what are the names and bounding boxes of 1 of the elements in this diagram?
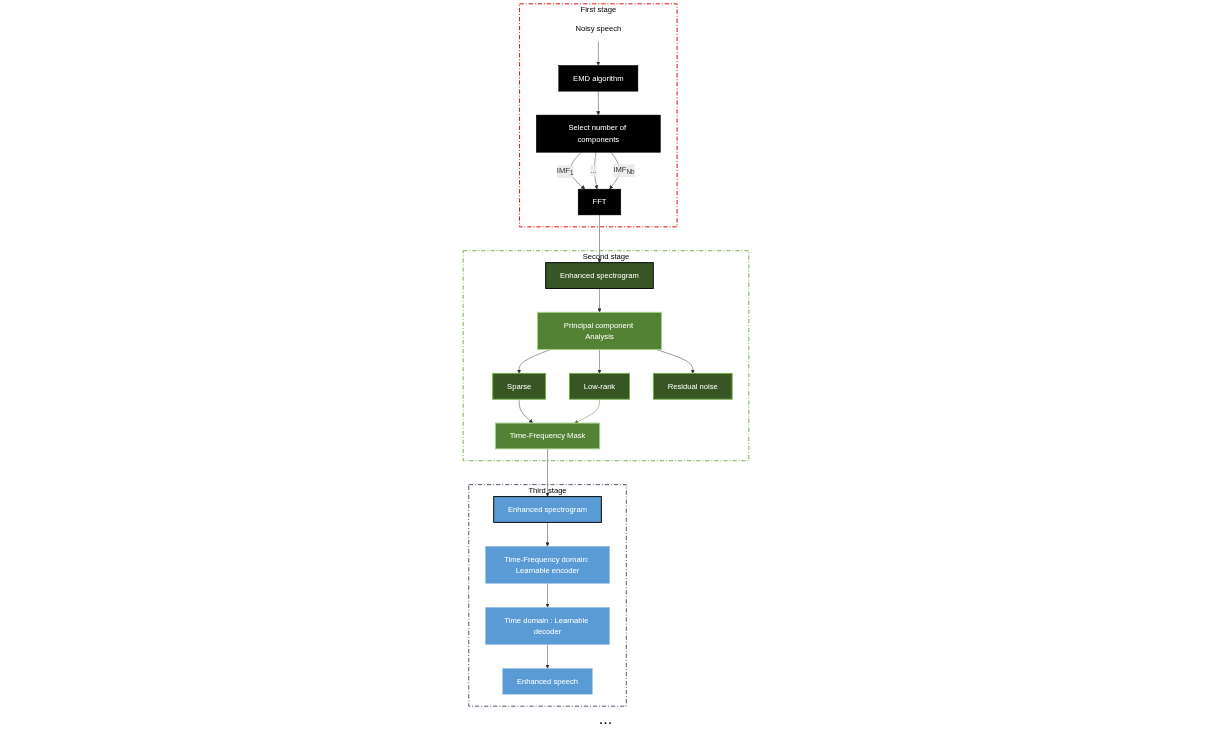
- note-text: ...: [598, 710, 613, 728]
